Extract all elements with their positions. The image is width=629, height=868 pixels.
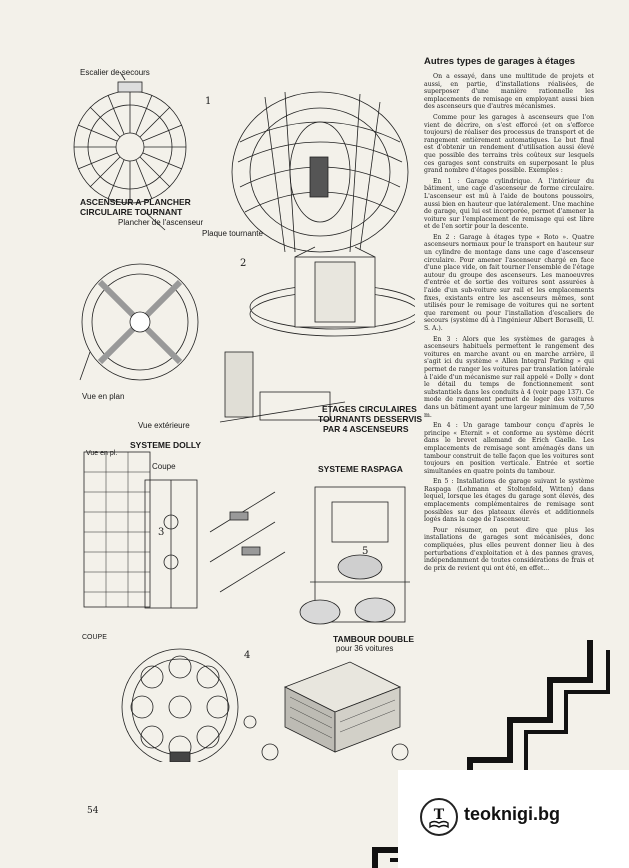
figure-number-5: 5 [362,546,369,557]
article-title: Autres types de garages à étages [424,56,576,67]
article-paragraph: En 3 : Alors que les systèmes de garages… [424,335,594,419]
logo-letter: T [434,807,445,823]
label-etages-2: TOURNANTS DESSERVIS [318,414,423,424]
label-etages-3: PAR 4 ASCENSEURS [323,424,409,434]
fig1-circular-plan [73,71,187,231]
article-paragraph: On a essayé, dans une multitude de proje… [424,73,594,111]
label-voitures: pour 36 voitures [336,644,394,653]
label-etages-1: ETAGES CIRCULAIRES [322,404,417,414]
fig1-perspective-cylinder [231,91,409,253]
label-ascenseur: ASCENSEUR A PLANCHER [80,197,191,207]
logo-text: teoknigi.bg [464,804,560,824]
label-escalier: Escalier de secours [80,68,150,77]
article-column: Autres types de garages à étages On a es… [424,56,594,575]
page-number: 54 [87,806,99,816]
article-paragraph: En 2 : Garage à étages type « Roto ». Qu… [424,233,594,332]
fig3-dolly [83,451,286,609]
article-paragraph: Pour résumer, on peut dire que plus les … [424,526,594,572]
label-tambour: TAMBOUR DOUBLE [333,634,415,644]
label-vue-plan: Vue en plan [82,392,125,401]
label-vue-plan-small: Vue en pl. [86,450,118,457]
figure-number-3: 3 [158,527,165,538]
fig5-raspaga [299,486,410,625]
label-vue-exterieure: Vue extérieure [138,421,190,430]
book-icon: T [420,798,458,836]
article-paragraph: En 5 : Installations de garage suivant l… [424,478,594,524]
fig2-perspective [219,246,415,423]
figure-number-2: 2 [240,258,247,269]
fig2-plan [79,263,199,381]
figure-number-1: 1 [205,96,212,107]
article-paragraph: En 1 : Garage cylindrique. A l'intérieur… [424,177,594,231]
figure-number-4: 4 [244,650,251,661]
label-raspaga: SYSTEME RASPAGA [318,464,403,474]
label-plaque: Plaque tournante [202,229,263,238]
garage-illustrations [73,71,415,762]
fig4-drum-section [121,648,239,762]
fig4-drum-perspective [243,661,409,761]
label-coupe: Coupe [152,462,176,471]
watermark-logo: T teoknigi.bg [398,770,629,868]
article-paragraph: En 4 : Un garage tambour conçu d'après l… [424,422,594,475]
article-paragraph: Comme pour les garages à ascenseurs que … [424,113,594,175]
label-plancher: Plancher de l'ascenseur [118,218,204,227]
label-coupe-2: COUPE [82,634,107,641]
label-dolly: SYSTEME DOLLY [130,440,202,450]
label-circulaire: CIRCULAIRE TOURNANT [80,207,183,217]
